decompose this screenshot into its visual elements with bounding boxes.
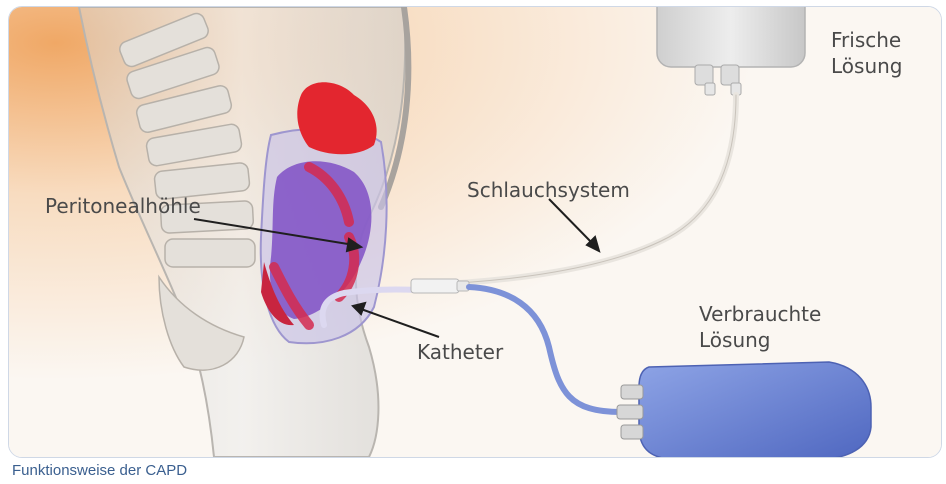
label-fresh-solution: Frische Lösung [831,27,903,79]
label-fresh-line1: Frische [831,27,903,53]
label-tubing: Schlauchsystem [467,177,630,203]
label-used-line2: Lösung [699,327,821,353]
label-catheter: Katheter [417,339,503,365]
y-connector [411,279,469,293]
used-solution-bag [617,362,871,457]
illustration-canvas [9,7,941,457]
label-used-solution: Verbrauchte Lösung [699,301,821,353]
label-used-line1: Verbrauchte [699,301,821,327]
label-fresh-line2: Lösung [831,53,903,79]
figure-caption: Funktionsweise der CAPD [12,462,187,479]
capd-illustration: Frische Lösung Schlauchsystem Peritoneal… [8,6,942,458]
label-peritoneal: Peritonealhöhle [45,193,201,219]
